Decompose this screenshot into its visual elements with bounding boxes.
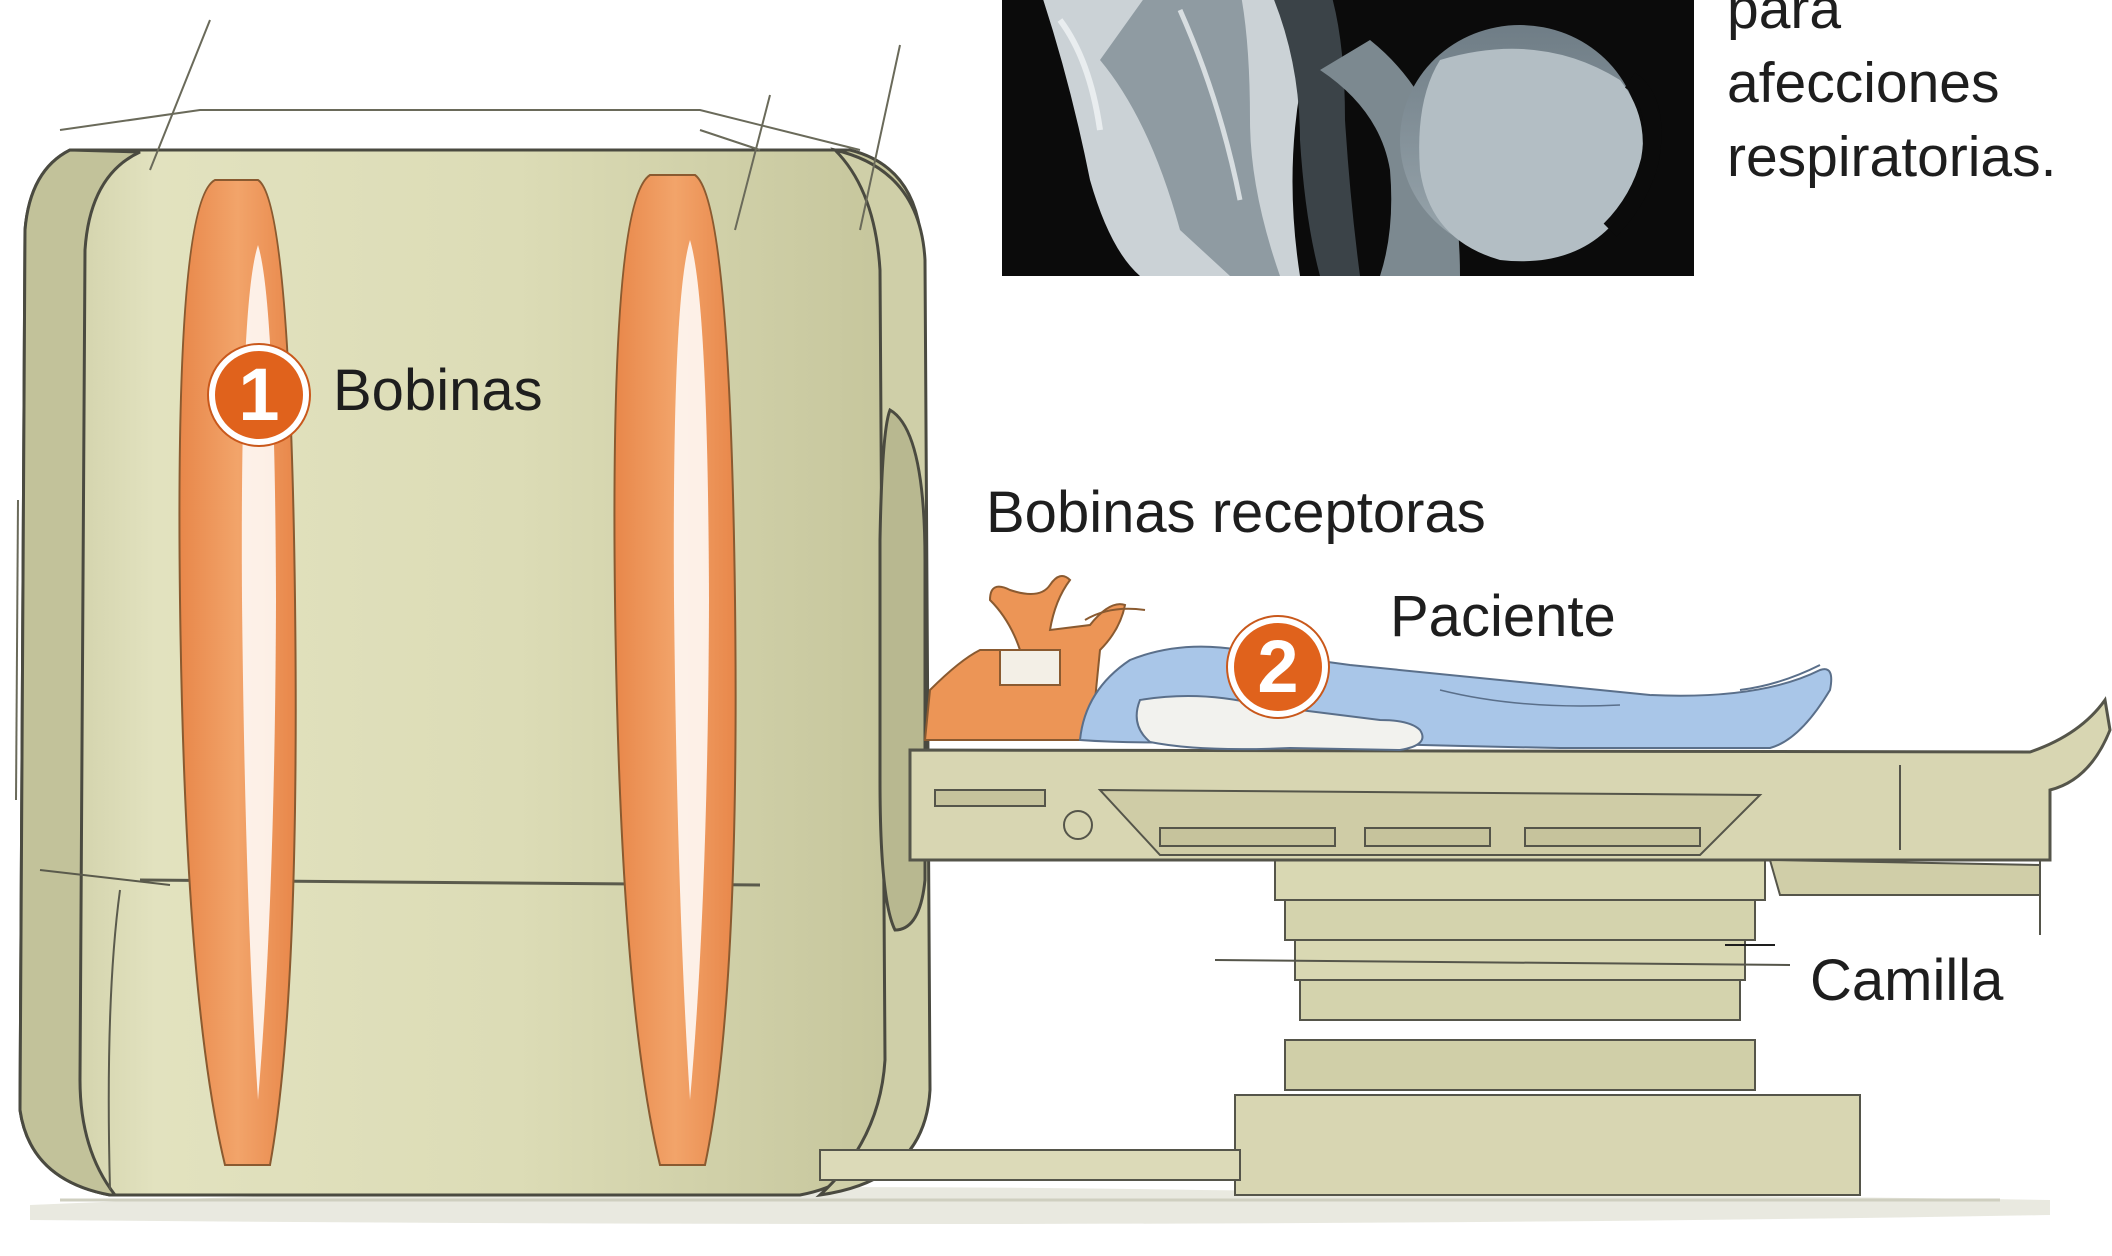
- label-receiver-coils: Bobinas receptoras: [986, 484, 1486, 542]
- badge-2: 2: [1228, 617, 1328, 717]
- mri-scan-image: [1002, 0, 1694, 276]
- caption-line-3: respiratorias.: [1727, 120, 2056, 194]
- caption-line-2: afecciones: [1727, 46, 2056, 120]
- label-coils: Bobinas: [333, 362, 543, 420]
- patient-figure: [1080, 647, 1831, 750]
- caption-line-1: para: [1727, 0, 2056, 46]
- badge-1: 1: [209, 345, 309, 445]
- label-patient: Paciente: [1390, 588, 1616, 646]
- label-table: Camilla: [1810, 952, 2003, 1010]
- table-pedestal: [820, 860, 1860, 1195]
- scanner-body: [16, 20, 930, 1195]
- scan-caption: para afecciones respiratorias.: [1727, 0, 2056, 194]
